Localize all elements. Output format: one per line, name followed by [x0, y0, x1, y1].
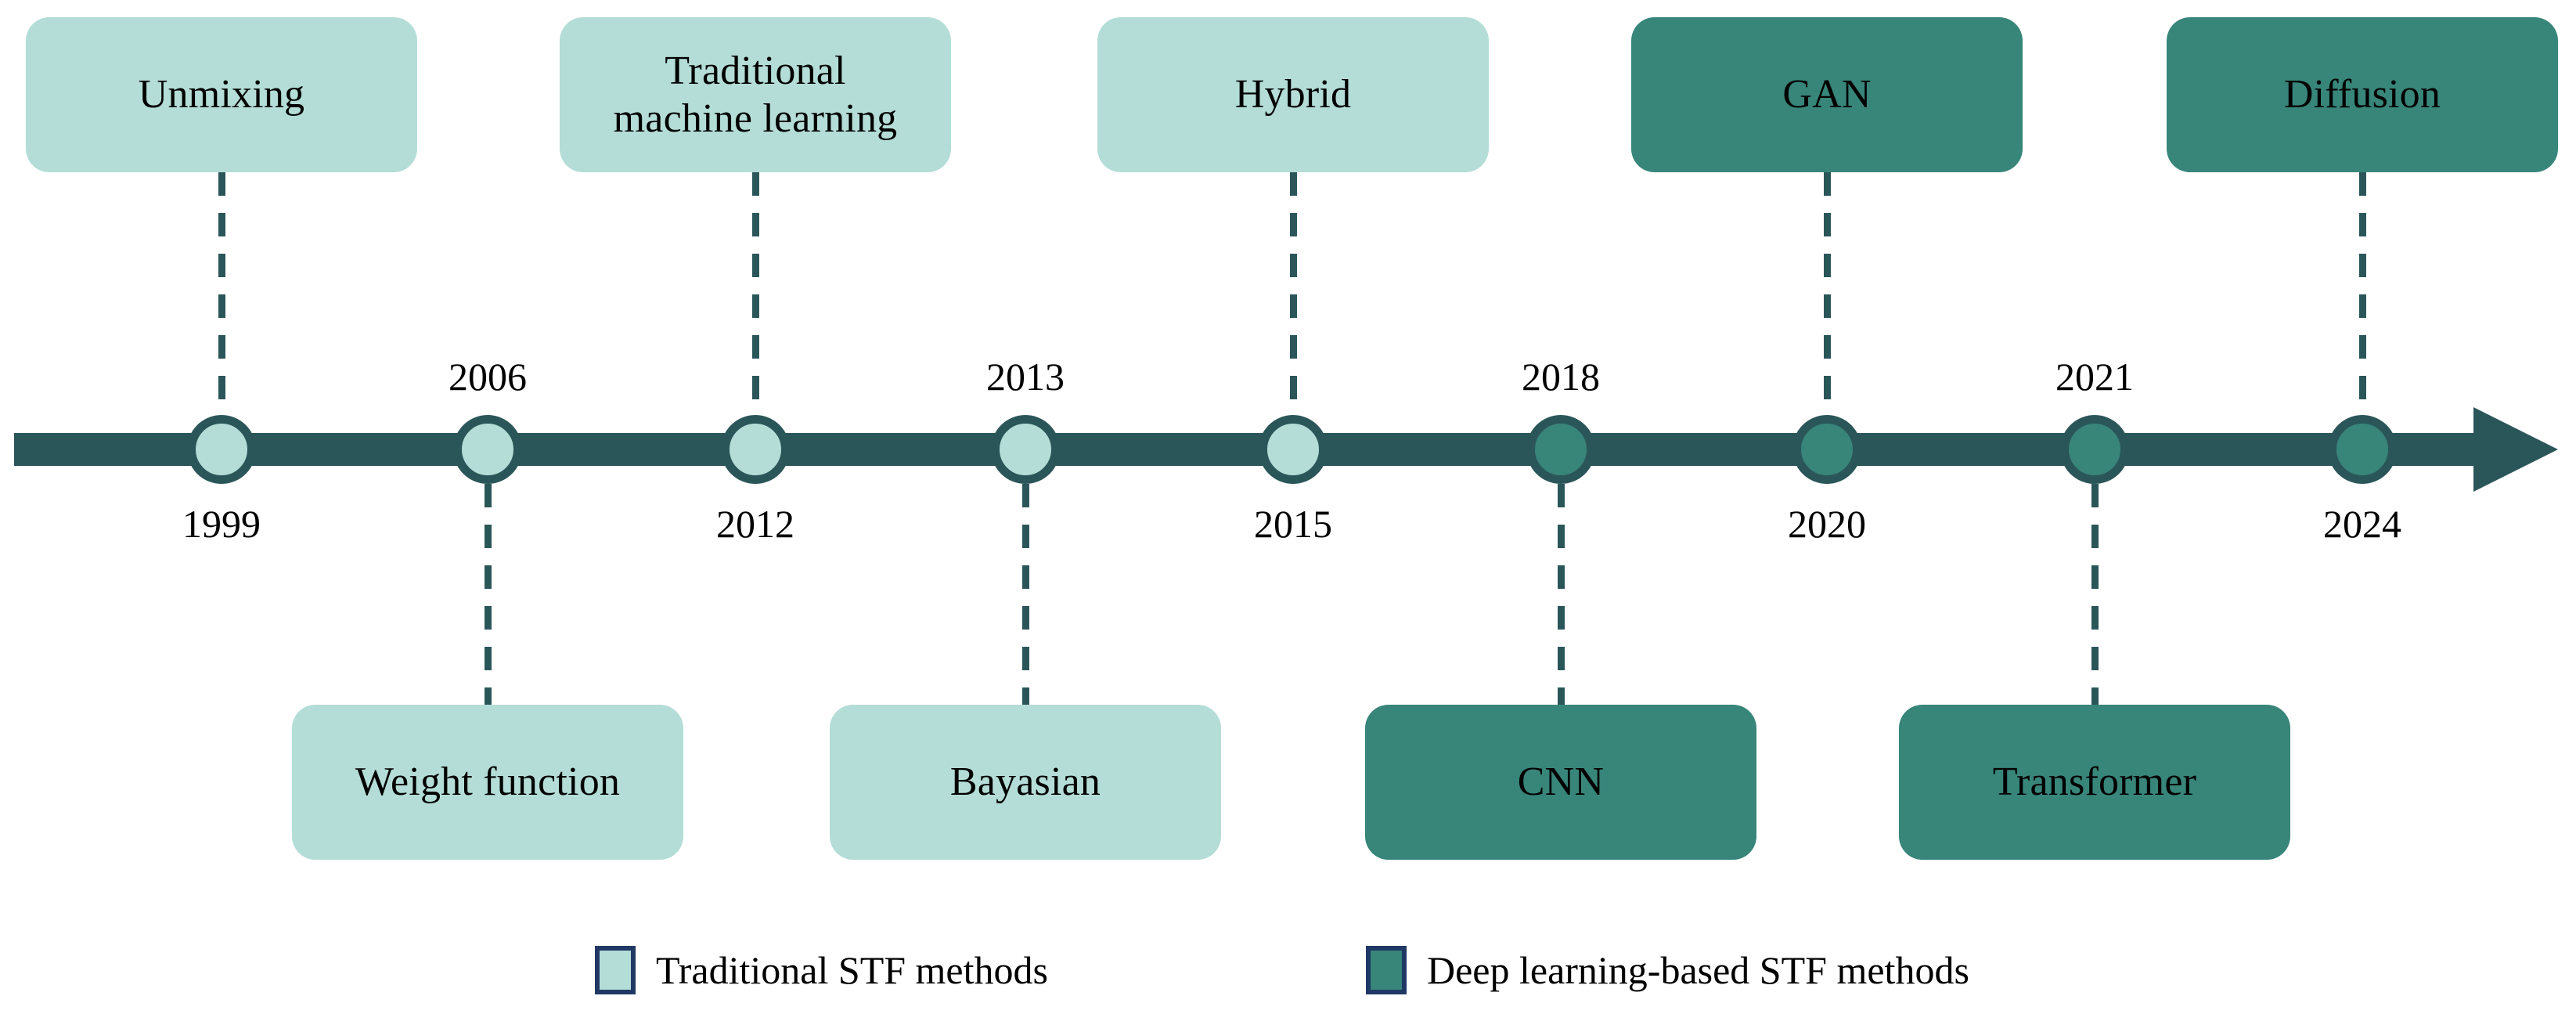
method-box-gan[interactable]: GAN: [1631, 17, 2023, 172]
connector-dashed-line: [218, 172, 225, 415]
legend-label: Deep learning-based STF methods: [1427, 948, 1969, 992]
year-label-2015: 2015: [1254, 502, 1332, 546]
timeline-node-2021[interactable]: [2060, 415, 2129, 484]
year-label-2018: 2018: [1522, 355, 1600, 399]
method-box-transformer[interactable]: Transformer: [1899, 705, 2290, 860]
connector-dashed-line: [1022, 484, 1029, 705]
year-label-2006: 2006: [449, 355, 527, 399]
method-box-hybrid[interactable]: Hybrid: [1097, 17, 1489, 172]
year-label-2021: 2021: [2055, 355, 2134, 399]
legend-item-traditional[interactable]: Traditional STF methods: [595, 946, 1048, 994]
legend-label: Traditional STF methods: [656, 948, 1048, 992]
method-box-unmixing[interactable]: Unmixing: [26, 17, 417, 172]
timeline-node-2012[interactable]: [721, 415, 790, 484]
connector-dashed-line: [2091, 484, 2099, 705]
year-label-2012: 2012: [716, 502, 794, 546]
year-label-2020: 2020: [1788, 502, 1866, 546]
connector-dashed-line: [2359, 172, 2366, 415]
year-label-1999: 1999: [182, 502, 261, 546]
timeline-arrow-icon: [2473, 407, 2558, 492]
timeline-node-2024[interactable]: [2328, 415, 2397, 484]
connector-dashed-line: [1824, 172, 1831, 415]
year-label-2013: 2013: [986, 355, 1065, 399]
legend-item-deep[interactable]: Deep learning-based STF methods: [1366, 946, 1969, 994]
connector-dashed-line: [485, 484, 492, 705]
method-box-cnn[interactable]: CNN: [1365, 705, 1756, 860]
timeline-node-1999[interactable]: [187, 415, 256, 484]
timeline-node-2013[interactable]: [991, 415, 1060, 484]
method-box-weight-function[interactable]: Weight function: [292, 705, 683, 860]
timeline-node-2015[interactable]: [1259, 415, 1328, 484]
method-box-bayasian[interactable]: Bayasian: [830, 705, 1221, 860]
legend: Traditional STF methods Deep learning-bas…: [0, 946, 2576, 1009]
method-box-traditional-machine-learning[interactable]: Traditional machine learning: [560, 17, 951, 172]
connector-dashed-line: [1558, 484, 1565, 705]
timeline-node-2018[interactable]: [1526, 415, 1595, 484]
method-box-diffusion[interactable]: Diffusion: [2167, 17, 2558, 172]
legend-swatch-deep: [1366, 946, 1407, 994]
timeline-node-2020[interactable]: [1792, 415, 1861, 484]
connector-dashed-line: [1290, 172, 1297, 415]
legend-swatch-traditional: [595, 946, 636, 994]
connector-dashed-line: [752, 172, 759, 415]
timeline-node-2006[interactable]: [453, 415, 522, 484]
year-label-2024: 2024: [2323, 502, 2401, 546]
